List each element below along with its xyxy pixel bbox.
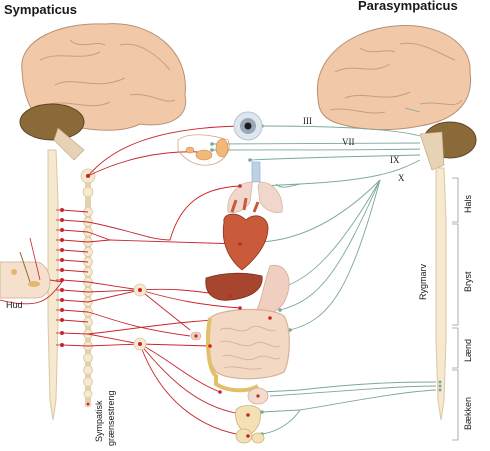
heart <box>222 197 269 271</box>
region-label-chest: Bryst <box>463 271 473 292</box>
spinal-cord-label: Rygmarv <box>418 263 428 300</box>
right-brainstem <box>419 131 445 171</box>
bladder <box>247 387 269 405</box>
skin-label: Hud <box>6 300 23 310</box>
cranial-nerve-label: X <box>398 173 405 183</box>
right-spinal-cord <box>435 167 447 421</box>
sympathetic-chain <box>80 168 96 408</box>
ganglion-dot <box>138 288 142 292</box>
left-brainstem <box>53 127 85 161</box>
right-brain <box>316 25 472 131</box>
region-brackets <box>452 177 459 441</box>
sympathetic-title: Sympaticus <box>4 2 77 17</box>
liver <box>205 272 263 301</box>
lungs <box>227 161 283 213</box>
skin-illustration <box>0 237 51 299</box>
left-spinal-cord <box>47 149 59 421</box>
eye <box>233 111 263 141</box>
sympathetic-target-dots <box>208 184 272 438</box>
ganglion-dot <box>138 342 142 346</box>
region-label-lumbar: Lænd <box>463 338 473 362</box>
parasympathetic-title: Parasympaticus <box>358 0 458 13</box>
salivary-glands <box>177 134 230 166</box>
sympathetic-ganglia <box>133 283 147 351</box>
left-cerebellum <box>19 103 85 141</box>
intestines <box>206 308 290 393</box>
stomach <box>255 264 290 315</box>
adrenal-kidney <box>190 331 202 341</box>
sympathetic-chain-label-2: grænsestreng <box>106 390 116 446</box>
parasympathetic-fibres <box>211 107 437 435</box>
chain-ganglion-dot <box>86 402 90 406</box>
sympathetic-fibres <box>0 125 271 437</box>
region-label-neck: Hals <box>463 194 473 213</box>
cranial-nerve-label: VII <box>342 137 355 147</box>
region-label-pelvis: Bækken <box>463 396 473 430</box>
sympathetic-chain-label-1: Sympatisk <box>94 400 104 442</box>
cranial-nerve-label: III <box>303 116 312 126</box>
reproductive-organs <box>235 405 265 444</box>
cranial-nerve-label: IX <box>390 155 400 165</box>
